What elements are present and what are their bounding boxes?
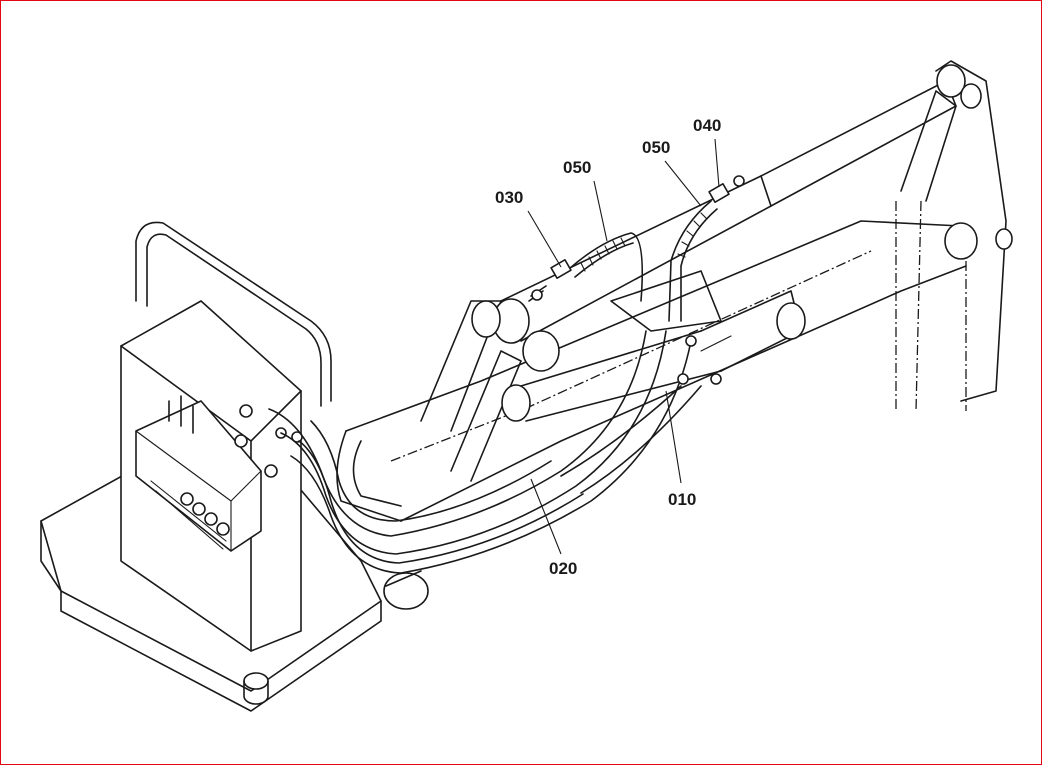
callout-020: 020 [549,559,577,578]
upper-cylinder [471,80,957,372]
valve-bank [135,395,303,552]
boom-foot-pin [383,570,429,610]
callout-010: 010 [668,490,696,509]
guard-rail [135,221,332,407]
boom [336,220,972,522]
callout-030: 030 [495,188,523,207]
lower-cylinder [501,290,806,422]
arm-structure [895,60,1013,412]
callout-050-right: 050 [642,138,670,157]
callout-040: 040 [693,116,721,135]
hose-bundle [268,330,692,574]
fitting-040 [708,175,745,203]
hose-010 [560,335,732,494]
leader-lines [527,138,720,555]
hose-050-right [610,200,722,332]
callout-050-upper: 050 [563,158,591,177]
hose-050-upper [568,232,644,302]
fitting-030 [528,259,572,302]
